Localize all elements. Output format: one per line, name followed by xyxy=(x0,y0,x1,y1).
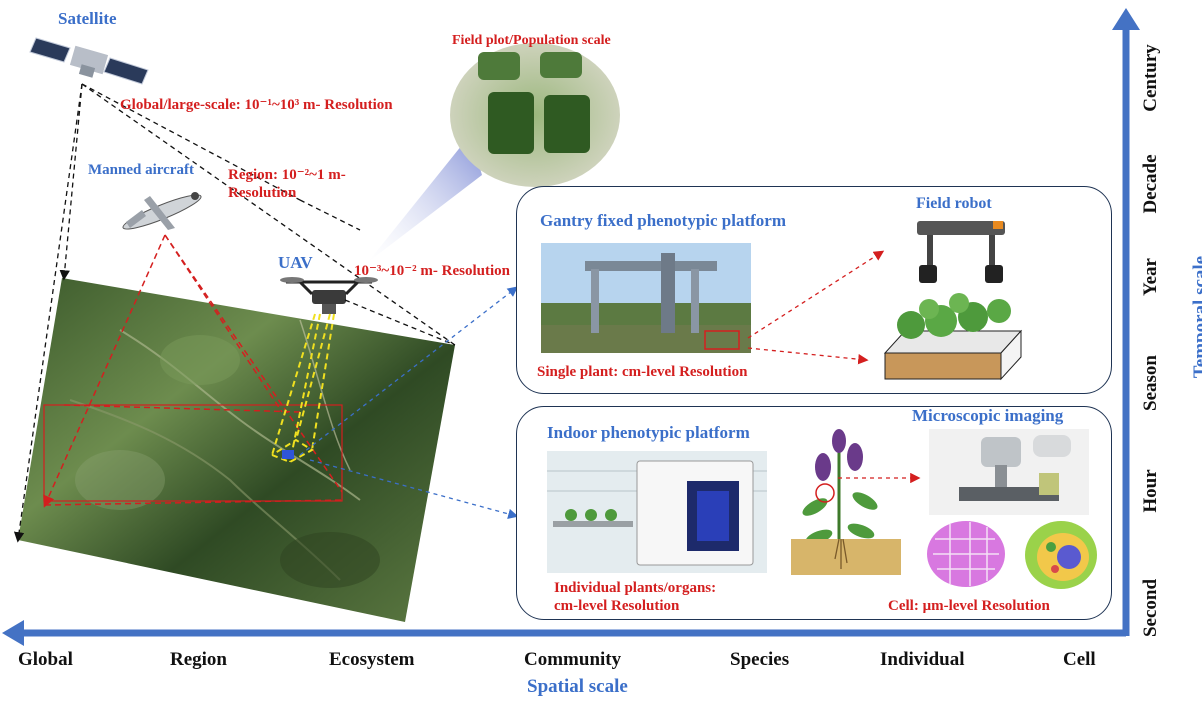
region-resolution-label-line1: Region: 10⁻²~1 m- xyxy=(228,167,346,183)
temporal-tick-century: Century xyxy=(1140,44,1161,112)
soil-block xyxy=(791,539,901,575)
spatial-axis-title: Spatial scale xyxy=(527,676,628,697)
field-robot-label: Field robot xyxy=(916,195,992,212)
cell-resolution-label: Cell: μm-level Resolution xyxy=(888,598,1050,614)
indoor-panel xyxy=(516,406,1112,620)
temporal-tick-second: Second xyxy=(1140,578,1161,638)
temporal-axis-title: Temporal scale xyxy=(1190,255,1202,379)
cell-tissue-image xyxy=(927,521,1005,587)
region-resolution-label-line2: Resolution xyxy=(228,185,297,201)
manned-aircraft-icon xyxy=(122,192,202,230)
satellite-map-image xyxy=(18,278,455,622)
aircraft-footprint-box xyxy=(43,404,343,502)
cell-diagram-image xyxy=(1025,521,1097,589)
spatial-axis-arrowhead xyxy=(2,620,24,646)
spatial-tick-individual: Individual xyxy=(880,649,965,670)
satellite-beam-lines xyxy=(13,83,456,543)
spatial-tick-species: Species xyxy=(730,649,790,670)
gantry-platform-image xyxy=(541,243,751,353)
temporal-tick-decade: Decade xyxy=(1140,154,1161,214)
temporal-tick-hour: Hour xyxy=(1140,469,1161,513)
uav-icon xyxy=(280,277,378,314)
map-to-gantry-arrow xyxy=(299,286,519,456)
microscopic-imaging-label: Microscopic imaging xyxy=(912,406,1064,425)
temporal-tick-season: Season xyxy=(1140,355,1161,411)
uav-resolution-label: 10⁻³~10⁻² m- Resolution xyxy=(354,263,510,279)
individual-plants-label-line1: Individual plants/organs: xyxy=(554,580,717,596)
indoor-platform-image xyxy=(547,451,767,573)
spatial-tick-cell: Cell xyxy=(1063,649,1096,670)
uav-target-marker xyxy=(282,450,294,459)
manned-aircraft-label: Manned aircraft xyxy=(88,162,194,178)
single-plant-illustration xyxy=(883,293,1023,381)
field-plot-cone xyxy=(368,135,482,262)
spatial-tick-region: Region xyxy=(170,649,227,670)
uav-label: UAV xyxy=(278,253,313,272)
uav-beam-lines xyxy=(271,313,335,464)
microscope-image xyxy=(929,429,1089,515)
individual-plants-label-line2: cm-level Resolution xyxy=(554,598,680,614)
map-to-indoor-arrow xyxy=(309,459,519,519)
uav-black-line xyxy=(344,299,456,346)
gantry-platform-title: Gantry fixed phenotypic platform xyxy=(540,211,787,230)
indoor-platform-title: Indoor phenotypic platform xyxy=(547,423,750,442)
satellite-label: Satellite xyxy=(58,9,117,28)
spatial-tick-ecosystem: Ecosystem xyxy=(329,649,415,670)
satellite-icon xyxy=(29,37,149,85)
spatial-tick-global: Global xyxy=(18,649,73,670)
single-plant-label: Single plant: cm-level Resolution xyxy=(537,364,748,380)
field-plot-image xyxy=(450,43,620,187)
field-plot-label: Field plot/Population scale xyxy=(452,33,611,48)
global-resolution-label: Global/large-scale: 10⁻¹~10³ m- Resoluti… xyxy=(120,97,393,113)
spatial-tick-community: Community xyxy=(524,649,622,670)
temporal-axis-arrowhead xyxy=(1112,8,1140,30)
field-robot-image xyxy=(917,221,1005,283)
